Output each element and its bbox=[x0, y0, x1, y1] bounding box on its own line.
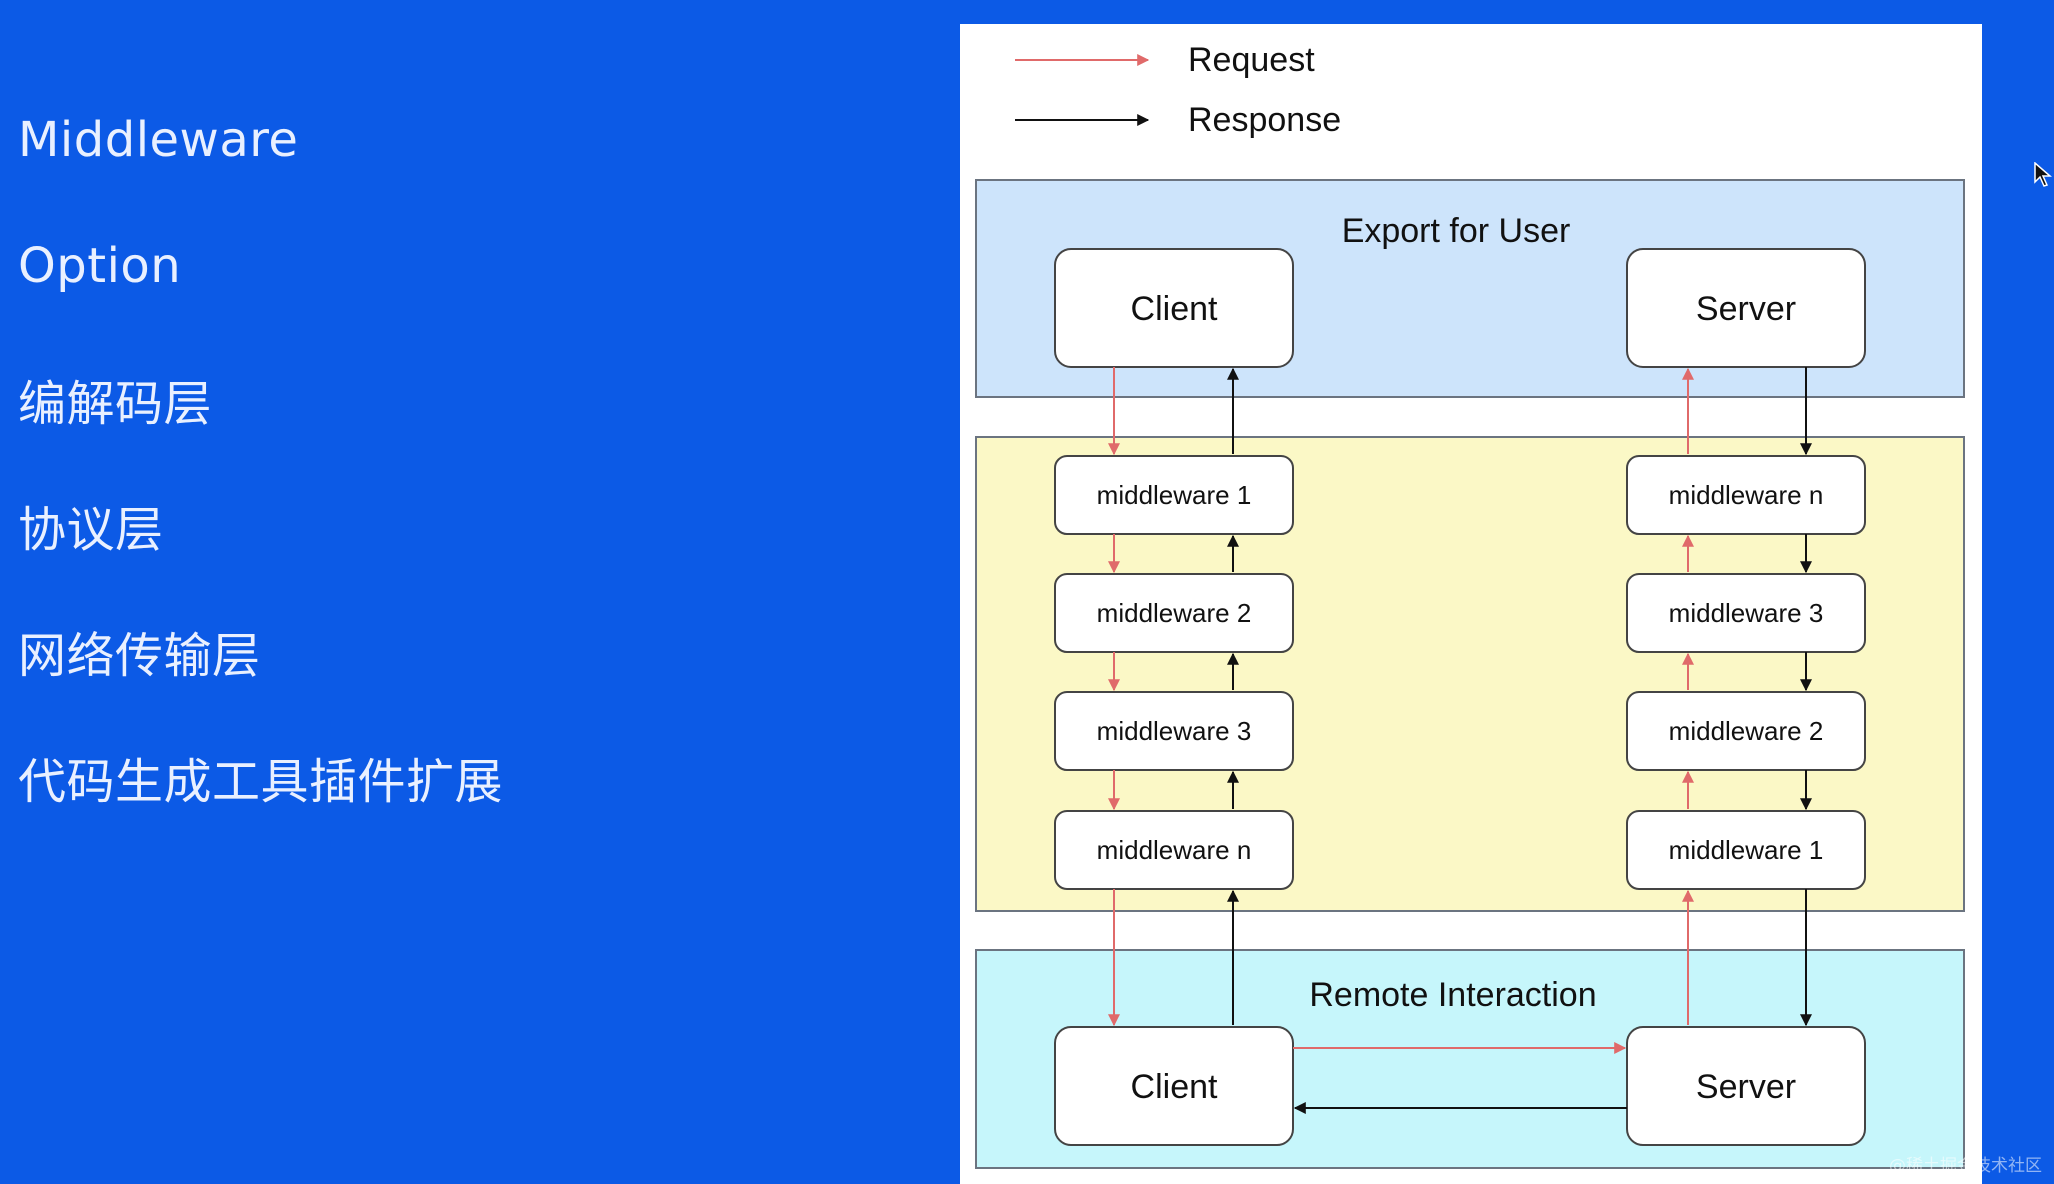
server-middleware-box bbox=[1626, 810, 1866, 890]
remote-section-title: Remote Interaction bbox=[1309, 976, 1596, 1014]
server-middleware-label: middleware n bbox=[1669, 480, 1824, 510]
middleware-diagram: Request Response Export for User Remote … bbox=[975, 41, 1965, 1169]
legend-request-label: Request bbox=[1188, 41, 1315, 79]
top-client-box bbox=[1054, 248, 1294, 368]
bottom-client-box bbox=[1054, 1026, 1294, 1146]
server-middleware-box bbox=[1626, 455, 1866, 535]
mouse-cursor-icon bbox=[2034, 162, 2053, 187]
client-middleware-label: middleware 3 bbox=[1097, 716, 1252, 746]
menu-item-codec-layer: 编解码层 bbox=[18, 376, 213, 432]
client-middleware-box bbox=[1054, 573, 1294, 653]
menu-item-transport-layer: 网络传输层 bbox=[18, 628, 261, 684]
top-server-label: Server bbox=[1696, 290, 1796, 328]
bottom-server-box bbox=[1626, 1026, 1866, 1146]
client-middleware-box bbox=[1054, 455, 1294, 535]
server-middleware-label: middleware 3 bbox=[1669, 598, 1824, 628]
menu-item-protocol-layer: 协议层 bbox=[18, 502, 164, 558]
menu-item-option: Option bbox=[18, 238, 182, 294]
client-middleware-box bbox=[1054, 810, 1294, 890]
server-middleware-box bbox=[1626, 573, 1866, 653]
client-middleware-label: middleware 2 bbox=[1097, 598, 1252, 628]
watermark: @稀土掘金技术社区 bbox=[1889, 1156, 2042, 1176]
server-middleware-label: middleware 1 bbox=[1669, 835, 1824, 865]
client-middleware-label: middleware n bbox=[1097, 835, 1252, 865]
menu-item-middleware: Middleware bbox=[18, 112, 299, 168]
bottom-client-label: Client bbox=[1131, 1068, 1218, 1106]
server-middleware-box bbox=[1626, 691, 1866, 771]
menu-item-codegen-plugin: 代码生成工具插件扩展 bbox=[18, 754, 504, 810]
top-client-label: Client bbox=[1131, 290, 1218, 328]
client-middleware-box bbox=[1054, 691, 1294, 771]
diagram-panel: Request Response Export for User Remote … bbox=[960, 24, 1982, 1184]
legend: Request Response bbox=[1015, 41, 1341, 139]
client-middleware-label: middleware 1 bbox=[1097, 480, 1252, 510]
export-section-title: Export for User bbox=[1342, 212, 1571, 250]
legend-response-label: Response bbox=[1188, 101, 1341, 139]
server-middleware-label: middleware 2 bbox=[1669, 716, 1824, 746]
bottom-server-label: Server bbox=[1696, 1068, 1796, 1106]
top-server-box bbox=[1626, 248, 1866, 368]
